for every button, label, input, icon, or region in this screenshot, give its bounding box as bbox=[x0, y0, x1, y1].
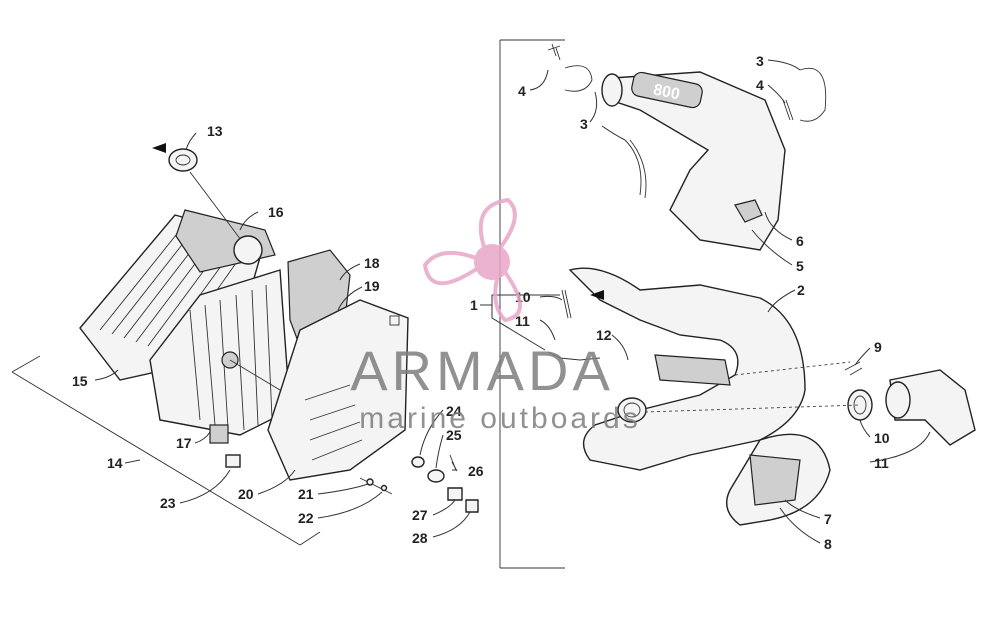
watermark-tagline: marine outboards bbox=[359, 402, 640, 435]
heat-shield-8 bbox=[749, 454, 801, 506]
arrow-pointer-icon bbox=[590, 290, 604, 300]
arrow-pointer-icon bbox=[152, 143, 166, 153]
callout-18: 16 bbox=[268, 204, 284, 220]
callout-30: 28 bbox=[412, 530, 428, 546]
callout-16: 14 bbox=[107, 455, 123, 471]
callout-1: 1 bbox=[470, 297, 478, 313]
callout-2: 2 bbox=[797, 282, 805, 298]
callout-4-right: 4 bbox=[756, 77, 764, 93]
callout-13: 11 bbox=[515, 313, 530, 329]
propeller-logo-icon bbox=[422, 197, 522, 323]
spring-9 bbox=[844, 361, 863, 376]
callouts: 13 16 18 19 15 17 14 23 20 21 22 24 25 2… bbox=[72, 53, 890, 552]
washer-23 bbox=[366, 478, 374, 486]
callout-8: 8 bbox=[824, 536, 832, 552]
heat-patch-5 bbox=[734, 199, 763, 223]
watermark: ARMADA marine outboards bbox=[350, 197, 640, 435]
callout-23: 21 bbox=[298, 486, 314, 502]
spacer-29 bbox=[447, 487, 463, 501]
callout-11: 11 bbox=[874, 455, 889, 471]
callout-20: 18 bbox=[364, 255, 380, 271]
muffler-badge bbox=[631, 71, 703, 109]
callout-3-right: 3 bbox=[756, 53, 764, 69]
screw-24 bbox=[380, 484, 388, 492]
washer-26 bbox=[411, 456, 425, 468]
muffler-badge-text: 800 bbox=[652, 81, 682, 103]
callout-14: 12 bbox=[596, 327, 612, 343]
drain-fitting bbox=[209, 424, 229, 444]
callout-21: 19 bbox=[364, 278, 380, 294]
callout-25: 23 bbox=[160, 495, 176, 511]
callout-3-left: 3 bbox=[580, 116, 588, 132]
spring-12 bbox=[561, 289, 572, 319]
callout-22: 20 bbox=[238, 486, 254, 502]
leader-lines bbox=[94, 59, 931, 544]
callout-26: 24 bbox=[446, 403, 462, 419]
silencer-cover bbox=[267, 299, 409, 481]
callout-28: 26 bbox=[468, 463, 484, 479]
nut-30 bbox=[465, 499, 479, 513]
heat-shield-14 bbox=[654, 354, 731, 386]
callout-19: 17 bbox=[176, 435, 192, 451]
chain-3-right bbox=[799, 68, 827, 122]
grommet-27 bbox=[427, 469, 445, 483]
spring-4-top bbox=[547, 43, 561, 61]
manifold-11 bbox=[889, 369, 976, 446]
plug-25 bbox=[225, 454, 241, 468]
grommet-15 bbox=[168, 148, 198, 172]
callout-9: 9 bbox=[874, 339, 882, 355]
callout-24: 22 bbox=[298, 510, 314, 526]
chain-3-mid bbox=[624, 139, 647, 199]
watermark-brand: ARMADA bbox=[350, 339, 614, 402]
callout-15: 13 bbox=[207, 123, 223, 139]
spring-4-right bbox=[782, 99, 794, 121]
left-assembly bbox=[11, 143, 479, 546]
right-assembly: 800 bbox=[499, 39, 976, 569]
callout-29: 27 bbox=[412, 507, 428, 523]
callout-5: 5 bbox=[796, 258, 804, 274]
spring-13 bbox=[547, 351, 601, 361]
callout-10: 10 bbox=[874, 430, 890, 446]
callout-27: 25 bbox=[446, 427, 462, 443]
callout-7: 7 bbox=[824, 511, 832, 527]
callout-4-left: 4 bbox=[518, 83, 526, 99]
callout-17: 15 bbox=[72, 373, 88, 389]
chain-3-top bbox=[564, 65, 593, 92]
callout-6: 6 bbox=[796, 233, 804, 249]
chamber-outlet bbox=[617, 397, 647, 423]
